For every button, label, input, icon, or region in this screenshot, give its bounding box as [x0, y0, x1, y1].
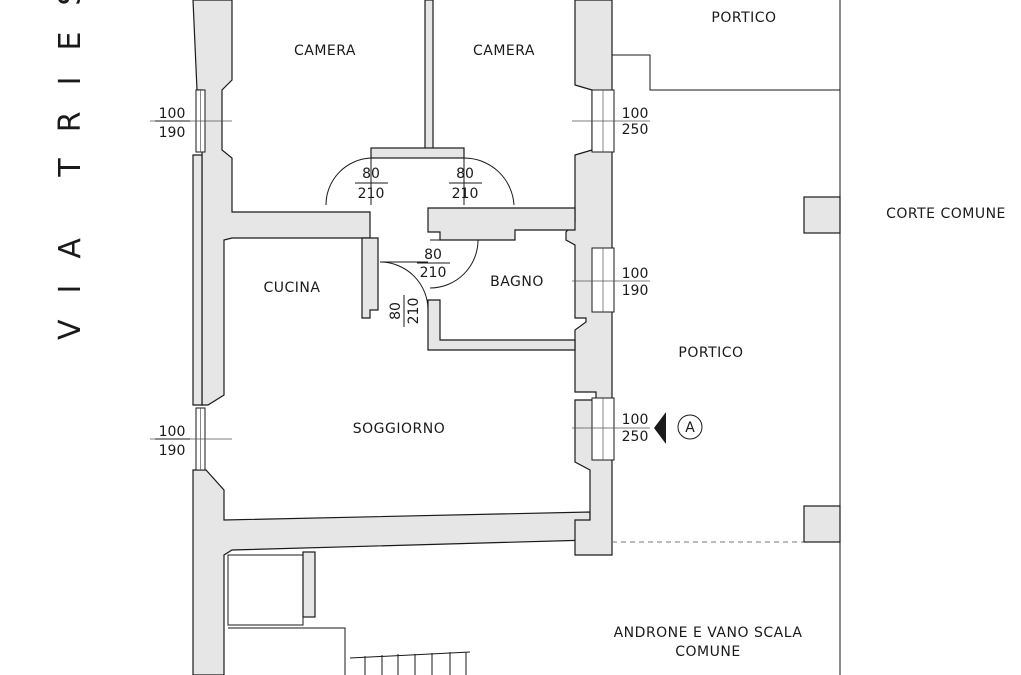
room-cucina: CUCINA [264, 280, 321, 296]
svg-text:250: 250 [622, 122, 649, 138]
window-right-mid [572, 247, 650, 313]
section-marker: A [654, 412, 703, 444]
room-androne-line2: COMUNE [675, 644, 740, 660]
svg-text:190: 190 [622, 283, 649, 299]
window-right-top [572, 89, 650, 153]
cucina-east-wall [361, 237, 379, 319]
dim-window-right-bottom: 100 250 [622, 412, 649, 445]
svg-text:210: 210 [406, 298, 422, 325]
svg-text:190: 190 [159, 125, 186, 141]
street-label: VIA TRIEST [53, 0, 88, 340]
svg-text:80: 80 [362, 166, 380, 182]
dim-window-right-mid: 100 190 [622, 266, 649, 299]
bagno-west-wall [427, 299, 576, 351]
door-cucina-swing [379, 261, 429, 311]
dim-door-camera-right: 80 210 [449, 166, 482, 202]
room-camera-left: CAMERA [294, 43, 356, 59]
stair-treads [349, 651, 471, 675]
svg-text:190: 190 [159, 443, 186, 459]
room-soggiorno: SOGGIORNO [353, 421, 445, 437]
dim-window-left-bottom: 100 190 [155, 424, 190, 459]
svg-text:250: 250 [622, 429, 649, 445]
camera-divider-wall [424, 0, 434, 151]
column-top [803, 196, 841, 234]
svg-text:100: 100 [622, 106, 649, 122]
dim-door-bagno: 80 210 [417, 247, 450, 281]
dim-window-left-top: 100 190 [155, 106, 190, 141]
svg-text:100: 100 [159, 106, 186, 122]
camera-door-header [370, 147, 465, 159]
dim-window-right-top: 100 250 [622, 106, 649, 138]
room-portico-top: PORTICO [711, 10, 776, 26]
service-room-1 [227, 554, 304, 626]
svg-text:80: 80 [456, 166, 474, 182]
svg-text:100: 100 [622, 412, 649, 428]
door-camera-left-swing [325, 157, 372, 206]
svg-text:210: 210 [358, 186, 385, 202]
stair-outline [228, 627, 346, 675]
service-wall [302, 551, 316, 618]
room-androne-line1: ANDRONE E VANO SCALA [614, 625, 803, 641]
room-portico-mid: PORTICO [678, 345, 743, 361]
room-bagno: BAGNO [490, 274, 544, 290]
bagno-north-wall [427, 207, 576, 241]
room-corte-comune: CORTE COMUNE [886, 206, 1006, 222]
door-camera-right-swing [463, 157, 515, 206]
portico-outline [612, 0, 841, 675]
door-bagno-swing [429, 239, 479, 289]
svg-text:80: 80 [424, 247, 442, 263]
svg-text:210: 210 [420, 265, 447, 281]
west-wall-mid [192, 154, 203, 406]
svg-text:80: 80 [388, 302, 404, 320]
column-bottom [803, 505, 841, 543]
dim-door-cucina: 80 210 [388, 295, 422, 327]
room-camera-right: CAMERA [473, 43, 535, 59]
section-label: A [685, 420, 695, 436]
svg-text:210: 210 [452, 186, 479, 202]
west-wall [192, 0, 371, 406]
svg-text:100: 100 [622, 266, 649, 282]
svg-text:100: 100 [159, 424, 186, 440]
dim-door-camera-left: 80 210 [355, 166, 388, 202]
window-right-bottom [572, 397, 650, 461]
west-wall-lower [192, 469, 591, 675]
section-arrow-icon [654, 412, 666, 444]
